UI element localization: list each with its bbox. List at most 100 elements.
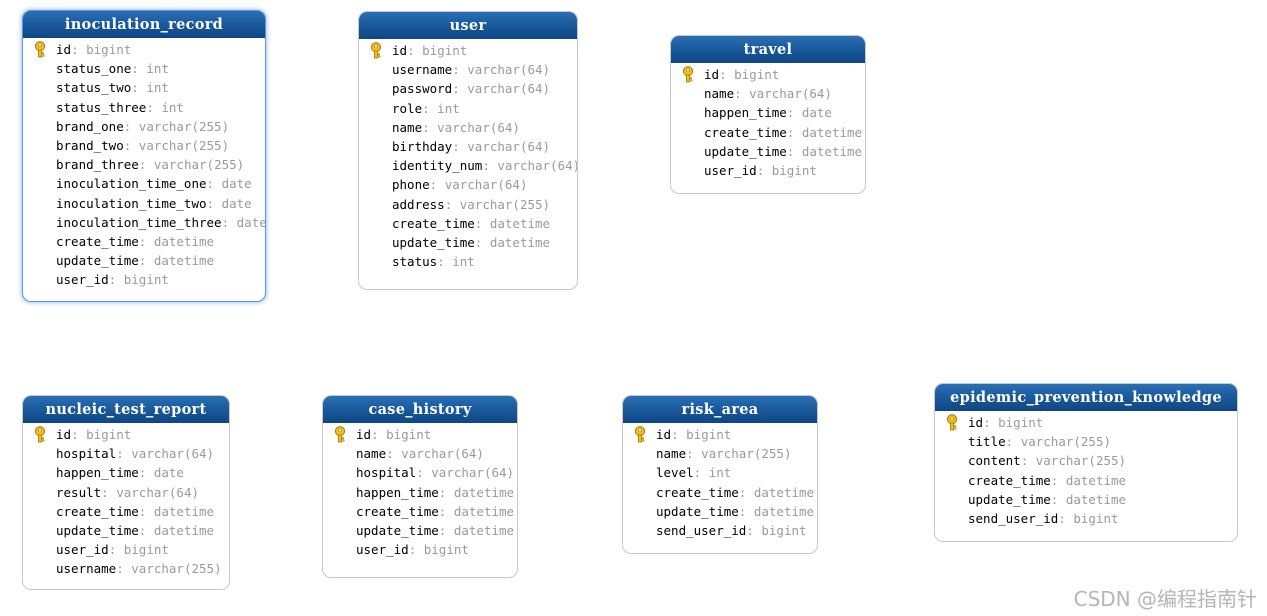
field-row[interactable]: happen_time: date [671, 103, 865, 122]
field-row-primary-key[interactable]: id: bigint [935, 413, 1237, 432]
field-type: datetime [801, 124, 863, 140]
field-row[interactable]: user_id: bigint [23, 540, 229, 559]
field-row[interactable]: name: varchar(64) [323, 444, 517, 463]
field-separator: : [422, 100, 430, 116]
field-name: send_user_id [968, 510, 1059, 526]
field-row[interactable]: phone: varchar(64) [359, 175, 577, 194]
field-name: status [392, 254, 438, 270]
field-row[interactable]: level: int [623, 463, 817, 482]
field-type: int [161, 99, 184, 115]
field-row[interactable]: status_one: int [23, 59, 265, 78]
field-row[interactable]: inoculation_time_two: date [23, 194, 265, 213]
field-row[interactable]: hospital: varchar(64) [23, 444, 229, 463]
field-row[interactable]: create_time: datetime [359, 214, 577, 233]
field-row[interactable]: username: varchar(64) [359, 60, 577, 79]
table-title: user [359, 12, 577, 39]
field-row[interactable]: status: int [359, 252, 577, 271]
field-row[interactable]: password: varchar(64) [359, 79, 577, 98]
field-row[interactable]: address: varchar(255) [359, 195, 577, 214]
field-row[interactable]: create_time: datetime [623, 483, 817, 502]
field-row[interactable]: result: varchar(64) [23, 483, 229, 502]
field-row[interactable]: inoculation_time_one: date [23, 174, 265, 193]
field-type: datetime [753, 484, 815, 500]
field-type: varchar(255) [459, 196, 551, 212]
field-row[interactable]: inoculation_time_three: date [23, 213, 265, 232]
field-row[interactable]: birthday: varchar(64) [359, 137, 577, 156]
field-type: bigint [771, 162, 817, 178]
field-row[interactable]: create_time: datetime [935, 471, 1237, 490]
field-row-primary-key[interactable]: id: bigint [671, 65, 865, 84]
field-row[interactable]: update_time: datetime [359, 233, 577, 252]
table-epidemic-prevention-knowledge[interactable]: epidemic_prevention_knowledge id: bigint… [934, 383, 1238, 542]
field-row-primary-key[interactable]: id: bigint [23, 40, 265, 59]
field-separator: : [71, 427, 79, 442]
field-row[interactable]: send_user_id: bigint [623, 521, 817, 540]
field-row[interactable]: title: varchar(255) [935, 432, 1237, 451]
field-separator: : [474, 215, 483, 231]
field-row-primary-key[interactable]: id: bigint [323, 425, 517, 444]
field-row[interactable]: update_time: datetime [935, 490, 1237, 509]
field-row[interactable]: create_time: datetime [671, 123, 865, 142]
field-row[interactable]: happen_time: datetime [323, 483, 517, 502]
field-separator: : [1005, 434, 1014, 450]
field-separator: : [444, 196, 453, 212]
field-row[interactable]: brand_three: varchar(255) [23, 155, 265, 174]
field-separator: : [138, 253, 147, 269]
field-row[interactable]: name: varchar(64) [671, 84, 865, 103]
field-row[interactable]: name: varchar(64) [359, 118, 577, 137]
field-row[interactable]: create_time: datetime [23, 232, 265, 251]
field-row[interactable]: hospital: varchar(64) [323, 463, 517, 482]
field-separator: : [983, 415, 991, 430]
field-row[interactable]: name: varchar(255) [623, 444, 817, 463]
field-row[interactable]: update_time: datetime [23, 521, 229, 540]
field-separator: : [738, 503, 747, 519]
field-row[interactable]: identity_num: varchar(64) [359, 156, 577, 175]
field-row[interactable]: status_three: int [23, 98, 265, 117]
field-row-primary-key[interactable]: id: bigint [359, 41, 577, 60]
field-separator: : [786, 124, 795, 140]
field-row[interactable]: status_two: int [23, 78, 265, 97]
field-row[interactable]: user_id: bigint [23, 270, 265, 289]
field-row[interactable]: happen_time: date [23, 463, 229, 482]
field-type: varchar(64) [401, 446, 484, 462]
key-icon [332, 426, 348, 443]
field-row[interactable]: user_id: bigint [323, 540, 517, 559]
field-row[interactable]: create_time: datetime [323, 502, 517, 521]
field-separator: : [438, 484, 447, 500]
field-separator: : [693, 465, 702, 481]
field-type: varchar(255) [1035, 453, 1127, 469]
field-row-primary-key[interactable]: id: bigint [623, 425, 817, 444]
field-type: date [221, 176, 252, 192]
field-name: username [56, 561, 117, 577]
field-row[interactable]: user_id: bigint [671, 161, 865, 180]
field-row[interactable]: create_time: datetime [23, 502, 229, 521]
field-row[interactable]: content: varchar(255) [935, 451, 1237, 470]
field-row[interactable]: update_time: datetime [323, 521, 517, 540]
field-type: varchar(64) [749, 86, 832, 102]
key-icon [680, 66, 696, 83]
field-row-primary-key[interactable]: id: bigint [23, 425, 229, 444]
field-row[interactable]: update_time: datetime [671, 142, 865, 161]
field-name: id [968, 415, 984, 430]
field-separator: : [756, 162, 765, 178]
field-row[interactable]: role: int [359, 99, 577, 118]
field-row[interactable]: username: varchar(255) [23, 559, 229, 578]
field-row[interactable]: send_user_id: bigint [935, 509, 1237, 528]
field-row[interactable]: update_time: datetime [623, 502, 817, 521]
field-row[interactable]: brand_two: varchar(255) [23, 136, 265, 155]
field-separator: : [437, 254, 445, 270]
field-separator: : [429, 177, 438, 193]
field-name: create_time [656, 484, 739, 500]
field-row[interactable]: update_time: datetime [23, 251, 265, 270]
table-title: travel [671, 36, 865, 63]
field-row[interactable]: brand_one: varchar(255) [23, 117, 265, 136]
